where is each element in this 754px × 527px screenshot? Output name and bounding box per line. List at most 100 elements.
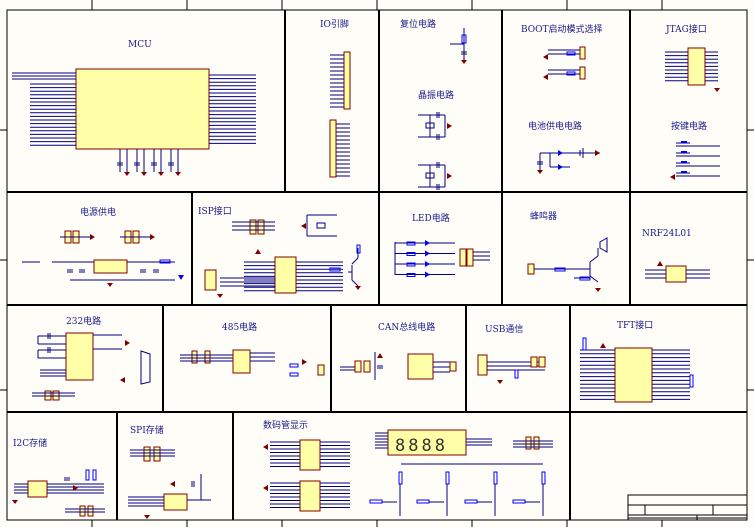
connector-icon bbox=[477, 354, 488, 376]
title-block bbox=[627, 494, 748, 521]
ground-icon bbox=[537, 170, 543, 174]
resistor-icon bbox=[493, 471, 498, 485]
push-button-icon bbox=[681, 151, 687, 153]
voltage-regulator bbox=[93, 259, 128, 274]
connector-icon bbox=[449, 361, 457, 372]
db9-connector-icon bbox=[140, 350, 151, 385]
wire bbox=[351, 279, 359, 287]
decoder-chip bbox=[299, 439, 321, 471]
resistor-icon bbox=[416, 499, 430, 504]
connector-icon bbox=[191, 350, 198, 364]
connector-icon bbox=[343, 51, 351, 110]
crystal-icon bbox=[425, 172, 435, 179]
push-button-icon bbox=[681, 171, 687, 173]
push-button-icon bbox=[681, 141, 687, 143]
ground-icon bbox=[158, 172, 164, 176]
section-title-tft: TFT接口 bbox=[617, 321, 654, 331]
can-transceiver bbox=[407, 353, 434, 380]
section-title-led: LED电路 bbox=[412, 214, 450, 224]
power-arrow-icon bbox=[120, 377, 125, 383]
power-arrow-icon bbox=[73, 485, 78, 491]
resistor-icon bbox=[514, 369, 519, 379]
section-title-i2c: I2C存储 bbox=[13, 439, 48, 449]
power-arrow-icon bbox=[170, 481, 175, 487]
power-arrow-icon bbox=[263, 485, 268, 491]
wire bbox=[351, 257, 359, 265]
connector-icon bbox=[538, 356, 546, 368]
resistor-icon bbox=[406, 273, 416, 277]
power-arrow-icon bbox=[255, 249, 261, 254]
connector-icon bbox=[257, 219, 265, 235]
resistor-icon bbox=[579, 276, 591, 281]
resistor-icon bbox=[566, 51, 576, 56]
section-title-nrf: NRF24L01 bbox=[642, 229, 692, 239]
section-title-battery: 电池供电电路 bbox=[528, 122, 583, 132]
wire bbox=[589, 255, 599, 263]
resistor-icon bbox=[406, 262, 416, 267]
section-title-keys: 按键电路 bbox=[671, 122, 708, 132]
ground-icon bbox=[175, 172, 181, 176]
resistor-icon bbox=[582, 337, 587, 351]
tft-connector bbox=[614, 347, 653, 403]
power-arrow-icon bbox=[657, 261, 663, 266]
ground-icon bbox=[144, 515, 150, 519]
mcu-chip bbox=[75, 68, 210, 150]
section-title-spi: SPI存储 bbox=[130, 426, 164, 436]
resistor-icon bbox=[329, 267, 341, 272]
section-title-485: 485电路 bbox=[222, 323, 258, 333]
ground-icon bbox=[595, 288, 601, 292]
section-title-reset: 复位电路 bbox=[400, 20, 437, 30]
section-title-232: 232电路 bbox=[66, 317, 102, 327]
resistor-icon bbox=[689, 374, 694, 388]
power-arrow-icon bbox=[600, 343, 606, 348]
diode-icon bbox=[558, 150, 563, 156]
connector-icon bbox=[204, 350, 211, 364]
resistor-icon bbox=[541, 471, 546, 485]
connector-icon bbox=[204, 269, 217, 291]
power-arrow-icon bbox=[670, 174, 675, 180]
resistor-icon bbox=[289, 363, 299, 368]
section-title-jtag: JTAG接口 bbox=[666, 25, 707, 35]
resistor-icon bbox=[92, 469, 97, 481]
resistor-icon bbox=[85, 469, 90, 481]
power-arrow-icon bbox=[543, 74, 548, 80]
led-icon bbox=[425, 271, 430, 278]
section-title-seg: 数码管显示 bbox=[263, 421, 309, 431]
resistor-icon bbox=[398, 471, 403, 485]
power-arrow-icon bbox=[301, 223, 306, 229]
resistor-icon bbox=[554, 267, 566, 272]
power-arrow-icon bbox=[150, 234, 155, 240]
resistor-icon bbox=[445, 471, 450, 485]
ground-icon bbox=[12, 500, 18, 504]
connector-icon bbox=[329, 119, 337, 178]
section-title-boot: BOOT启动模式选择 bbox=[521, 25, 603, 35]
resistor-icon bbox=[461, 34, 467, 44]
connector-icon bbox=[533, 436, 540, 450]
section-title-crystal: 晶振电路 bbox=[418, 91, 455, 101]
resistor-icon bbox=[406, 241, 416, 246]
section-title-can: CAN总线电路 bbox=[378, 323, 436, 333]
power-arrow-icon bbox=[90, 234, 95, 240]
power-arrow-icon bbox=[377, 353, 383, 358]
ground-icon bbox=[714, 88, 720, 92]
resistor-icon bbox=[406, 252, 416, 256]
ground-icon bbox=[107, 283, 113, 287]
section-grid bbox=[7, 10, 747, 520]
resistor-icon bbox=[159, 259, 171, 264]
connector-icon bbox=[143, 446, 151, 462]
led-icon bbox=[425, 250, 430, 257]
connector-icon bbox=[153, 446, 161, 462]
resistor-icon bbox=[356, 244, 361, 254]
nrf24l01-module bbox=[665, 265, 687, 283]
push-button-icon bbox=[681, 161, 687, 163]
section-title-power: 电源供电 bbox=[80, 208, 117, 218]
ground-icon bbox=[141, 172, 147, 176]
connector-icon bbox=[317, 364, 325, 376]
buzzer-icon bbox=[599, 237, 608, 253]
crystal-icon bbox=[316, 222, 326, 229]
led-icon bbox=[425, 240, 430, 246]
power-arrow-icon bbox=[543, 54, 548, 60]
connector-icon bbox=[579, 46, 586, 60]
